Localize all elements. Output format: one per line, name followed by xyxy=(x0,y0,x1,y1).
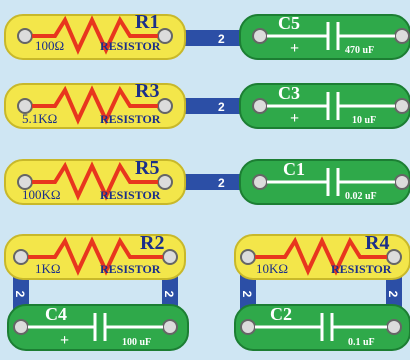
capacitor-value: 0.1 uF xyxy=(348,337,375,348)
resistor-id: R1 xyxy=(135,11,159,33)
capacitor-id: C3 xyxy=(278,83,300,103)
capacitor-value: 100 uF xyxy=(122,337,151,348)
capacitor-c1[interactable]: C1 0.02 uF xyxy=(239,159,410,205)
zigzag-icon xyxy=(32,161,158,201)
snap-terminal-icon xyxy=(252,98,268,114)
resistor-word: RESISTOR xyxy=(100,112,161,126)
polarity-plus-icon: + xyxy=(290,110,299,127)
resistor-r1[interactable]: R1 100Ω RESISTOR xyxy=(4,11,186,60)
resistor-word: RESISTOR xyxy=(331,262,392,276)
snap-terminal-icon xyxy=(157,174,173,190)
wire-6-label: 2 xyxy=(240,291,254,298)
zigzag-icon xyxy=(32,85,158,125)
resistor-id: R5 xyxy=(135,157,159,179)
resistor-id: R2 xyxy=(140,232,164,254)
snap-terminal-icon xyxy=(252,174,268,190)
resistor-r4[interactable]: R4 10KΩ RESISTOR xyxy=(234,232,410,280)
snap-terminal-icon xyxy=(162,319,178,335)
snap-terminal-icon xyxy=(17,28,33,44)
snap-terminal-icon xyxy=(13,319,29,335)
capacitor-value: 0.02 uF xyxy=(345,191,377,202)
resistor-word: RESISTOR xyxy=(100,39,161,53)
wire-7-label: 2 xyxy=(386,291,400,298)
capacitor-id: C1 xyxy=(283,159,305,179)
resistor-value: 10KΩ xyxy=(256,261,288,276)
resistor-r3[interactable]: R3 5.1KΩ RESISTOR xyxy=(4,80,186,129)
capacitor-id: C2 xyxy=(270,304,292,324)
capacitor-c2[interactable]: C2 0.1 uF xyxy=(234,304,410,351)
resistor-word: RESISTOR xyxy=(100,262,161,276)
resistor-value: 100Ω xyxy=(35,38,64,53)
capacitor-value: 10 uF xyxy=(352,115,376,126)
zigzag-icon xyxy=(255,236,387,276)
zigzag-icon xyxy=(28,236,163,276)
resistor-value: 1KΩ xyxy=(35,261,61,276)
snap-terminal-icon xyxy=(157,98,173,114)
snap-terminal-icon xyxy=(394,174,410,190)
snap-terminal-icon xyxy=(394,98,410,114)
snap-terminal-icon xyxy=(394,28,410,44)
snap-terminal-icon xyxy=(162,249,178,265)
zigzag-icon xyxy=(32,15,158,55)
resistor-value: 100KΩ xyxy=(22,187,61,202)
wire-5-label: 2 xyxy=(162,291,176,298)
capacitor-c4[interactable]: C4 + 100 uF xyxy=(7,304,189,351)
capacitor-c3[interactable]: C3 + 10 uF xyxy=(239,83,410,129)
snap-terminal-icon xyxy=(240,319,256,335)
resistor-r2[interactable]: R2 1KΩ RESISTOR xyxy=(4,232,186,280)
resistor-r5[interactable]: R5 100KΩ RESISTOR xyxy=(4,157,186,205)
wire-2-label: 2 xyxy=(218,100,225,114)
polarity-plus-icon: + xyxy=(60,332,69,349)
polarity-plus-icon: + xyxy=(290,40,299,57)
snap-terminal-icon xyxy=(240,249,256,265)
snap-terminal-icon xyxy=(252,28,268,44)
resistor-word: RESISTOR xyxy=(100,188,161,202)
resistor-id: R4 xyxy=(365,232,389,254)
capacitor-id: C4 xyxy=(45,304,67,324)
wire-4-label: 2 xyxy=(13,291,27,298)
snap-terminal-icon xyxy=(13,249,29,265)
capacitor-id: C5 xyxy=(278,13,300,33)
resistor-id: R3 xyxy=(135,80,159,102)
wire-3-label: 2 xyxy=(218,176,225,190)
resistor-value: 5.1KΩ xyxy=(22,111,57,126)
wire-1-label: 2 xyxy=(218,32,225,46)
capacitor-c5[interactable]: C5 + 470 uF xyxy=(239,13,410,60)
capacitor-value: 470 uF xyxy=(345,45,374,56)
snap-terminal-icon xyxy=(386,319,402,335)
